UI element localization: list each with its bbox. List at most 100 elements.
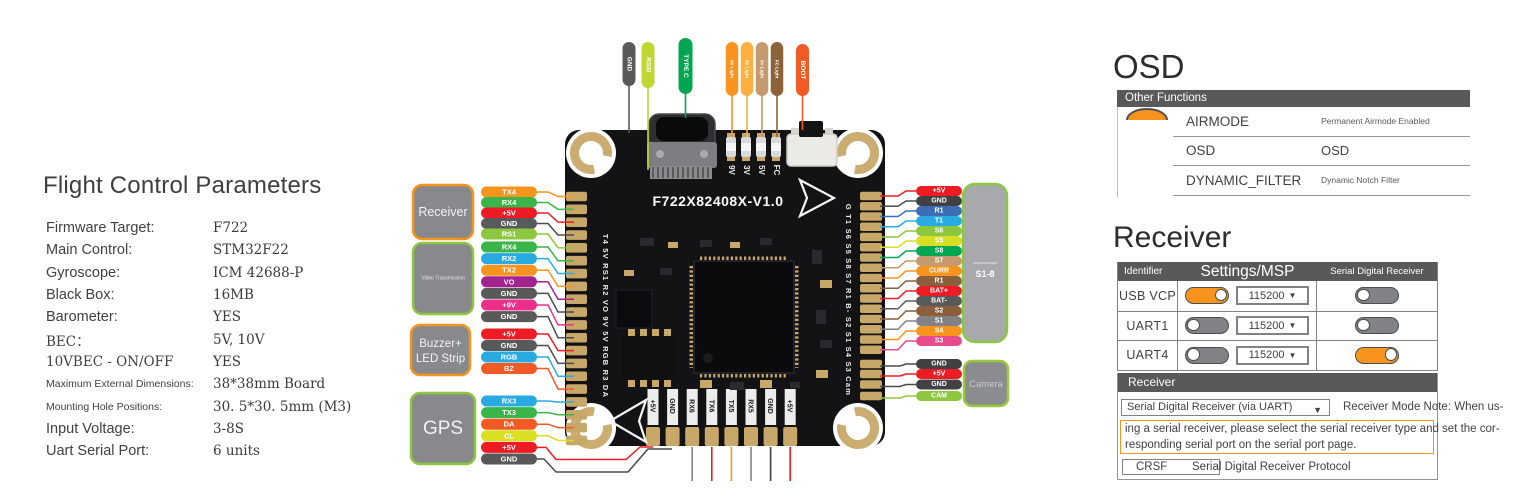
receiver-mode-dropdown-value: Serial Digital Receiver (via UART) xyxy=(1127,401,1293,413)
pin-pill-rssi: RSSI xyxy=(641,42,655,88)
parameter-label: Firmware Target: xyxy=(46,220,155,237)
svg-text:GND: GND xyxy=(501,455,518,464)
mcu-chip xyxy=(689,256,799,378)
pin-pill-plus-5v: +5V xyxy=(481,207,537,219)
settings-msp-toggle[interactable] xyxy=(1185,317,1229,335)
pin-pill-tx2: TX2 xyxy=(481,264,537,276)
protocol-label: Serial Digital Receiver Protocol xyxy=(1192,461,1351,473)
svg-text:RSSI: RSSI xyxy=(645,57,652,72)
svg-text:S6: S6 xyxy=(935,228,944,235)
arrow-logo xyxy=(607,397,648,445)
svg-text:S1: S1 xyxy=(935,318,944,325)
flight-control-parameters: Flight Control Parameters Firmware Targe… xyxy=(43,172,413,462)
svg-text:LED Strip: LED Strip xyxy=(416,353,465,365)
pin-pill-plus-5v: +5V xyxy=(481,441,537,453)
pin-pill-batminus: BAT- xyxy=(916,296,962,306)
svg-text:RX4: RX4 xyxy=(502,198,517,207)
svg-text:S1-8: S1-8 xyxy=(975,269,994,279)
svg-text:VO: VO xyxy=(504,277,515,286)
parameter-label: Maximum External Dimensions: xyxy=(46,378,194,391)
status-led: 9V xyxy=(726,133,736,176)
protocol-select[interactable]: CRSF xyxy=(1122,459,1220,475)
parameter-value: YES xyxy=(213,309,242,326)
svg-text:RX6: RX6 xyxy=(688,399,695,413)
svg-text:S7: S7 xyxy=(935,258,944,265)
pin-pill-rx3: RX3 xyxy=(481,395,537,407)
pin-pill-s1: S1 xyxy=(916,316,962,326)
pin-pill-da: DA xyxy=(481,418,537,430)
pin-pill-r1: R1 xyxy=(916,206,962,216)
svg-text:GND: GND xyxy=(931,198,947,205)
serial-cell xyxy=(1317,341,1437,370)
baud-value: 115200 xyxy=(1248,289,1285,302)
parameter-value: 5V, 10V xyxy=(213,331,265,348)
uart-identifier: UART1 xyxy=(1118,311,1178,340)
serial-receiver-toggle[interactable] xyxy=(1355,287,1399,305)
settings-cell: 115200▼ xyxy=(1178,311,1317,340)
usb-c-connector xyxy=(647,113,717,179)
pin-pill-s4: S4 xyxy=(916,326,962,336)
column-serial-digital-receiver: Serial Digital Receiver xyxy=(1330,266,1424,277)
pin-pill-s2: S2 xyxy=(916,306,962,316)
uart-row: USB VCP 115200▼ xyxy=(1118,281,1437,311)
parameter-value: 30. 5*30. 5mm (M3) xyxy=(213,398,352,415)
peripheral-box-gps: GPS xyxy=(409,391,477,466)
receiver-mode-note-start: Receiver Mode Note: When us- xyxy=(1343,401,1504,413)
parameter-row: BEC：5V, 10V xyxy=(46,328,413,350)
serial-cell xyxy=(1317,312,1437,341)
pin-pill-boot: BOOT xyxy=(796,44,809,96)
parameter-value: F722 xyxy=(213,220,249,237)
other-functions-header: Other Functions xyxy=(1117,90,1470,107)
svg-text:BAT+: BAT+ xyxy=(930,288,948,295)
receiver-mode-header: Receiver xyxy=(1118,373,1437,392)
receiver-note-box xyxy=(1120,420,1434,454)
pin-pill-vo: VO xyxy=(481,276,537,288)
svg-text:GND: GND xyxy=(766,398,773,414)
column-identifier: Identifier xyxy=(1124,266,1163,277)
baud-rate-dropdown[interactable]: 115200▼ xyxy=(1236,345,1309,365)
serial-receiver-toggle[interactable] xyxy=(1355,346,1399,364)
svg-text:Receiver: Receiver xyxy=(418,205,467,219)
peripheral-box-buzzer: Buzzer+LED Strip xyxy=(409,323,472,377)
pin-pill-plus-5v: +5V xyxy=(481,328,537,340)
pin-pill-gnd: GND xyxy=(481,287,537,299)
svg-text:GND: GND xyxy=(668,398,675,414)
uart-identifier: USB VCP xyxy=(1118,281,1178,311)
svg-text:+5V: +5V xyxy=(933,371,946,378)
status-led: FC xyxy=(771,133,781,176)
settings-msp-toggle[interactable] xyxy=(1185,287,1229,305)
parameter-label: Uart Serial Port: xyxy=(46,443,150,460)
baud-rate-dropdown[interactable]: 115200▼ xyxy=(1236,286,1309,306)
svg-text:CL: CL xyxy=(504,431,514,440)
svg-text:RX5: RX5 xyxy=(747,399,754,413)
serial-receiver-toggle[interactable] xyxy=(1355,317,1399,335)
svg-text:TYPE C: TYPE C xyxy=(682,54,689,78)
dropdown-arrow-icon: ▼ xyxy=(1288,291,1297,301)
motor-outputs-box: S1-8 xyxy=(961,182,1009,344)
parameter-row: Gyroscope:ICM 42688-P xyxy=(46,262,413,284)
svg-text:GND: GND xyxy=(501,312,518,321)
flash-chip xyxy=(622,329,676,387)
pin-pill-curr: CURR xyxy=(916,266,962,276)
baud-value: 115200 xyxy=(1248,349,1285,362)
pin-pill-gnd: GND xyxy=(481,340,537,351)
pin-pill-t1: T1 xyxy=(916,216,962,226)
receiver-table-header: Identifier Settings/MSP Serial Digital R… xyxy=(1118,262,1437,281)
baud-rate-dropdown[interactable]: 115200▼ xyxy=(1236,316,1309,336)
camera-box: Camera xyxy=(962,359,1010,408)
pin-pill-rx4: RX4 xyxy=(481,241,537,253)
pin-pill-plus-5v: +5V xyxy=(916,186,962,196)
parameter-value: STM32F22 xyxy=(213,242,289,259)
receiver-mode-dropdown[interactable]: Serial Digital Receiver (via UART)▼ xyxy=(1121,399,1330,416)
parameter-row: Input Voltage:3-8S xyxy=(46,418,413,440)
receiver-mode-panel: Receiver Serial Digital Receiver (via UA… xyxy=(1117,373,1503,480)
parameter-value: ICM 42688-P xyxy=(213,264,304,281)
toggle-knob xyxy=(1187,348,1200,361)
settings-msp-toggle[interactable] xyxy=(1185,346,1229,364)
svg-text:TX5: TX5 xyxy=(727,400,734,413)
pin-pill-s7: S7 xyxy=(916,256,962,266)
